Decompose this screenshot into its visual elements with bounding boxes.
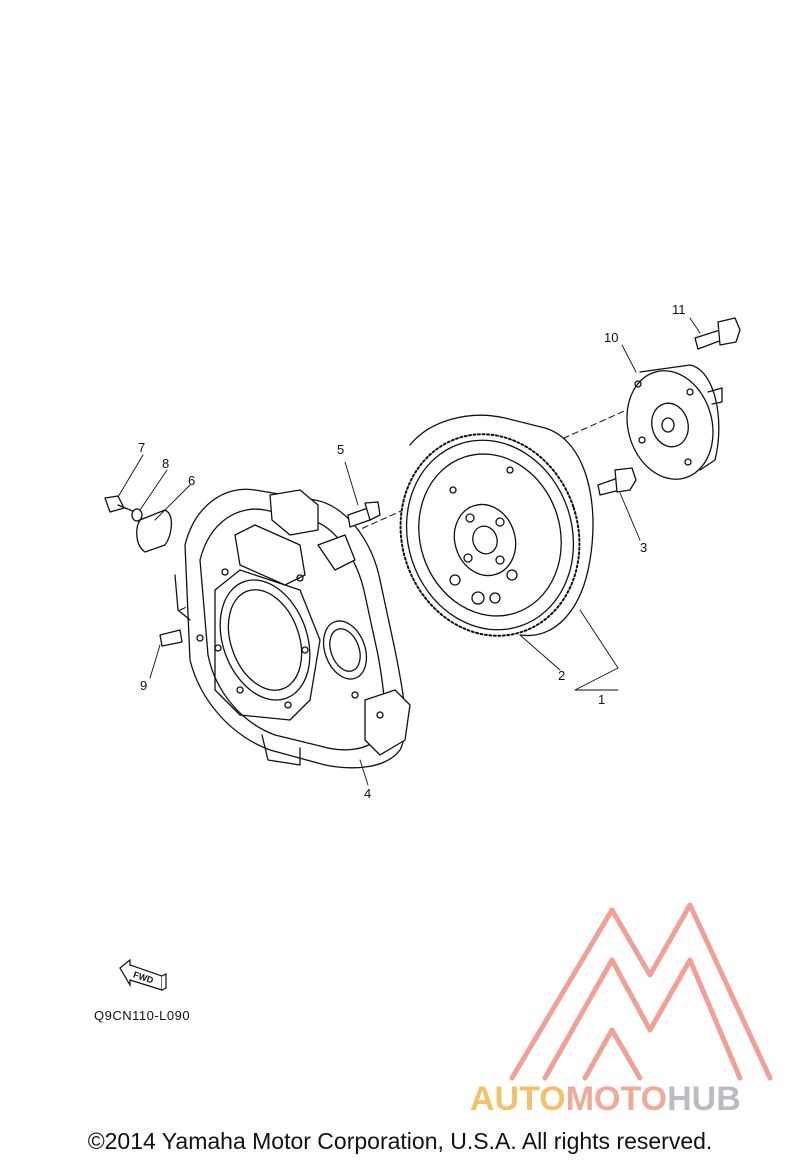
- callout-7: 7: [138, 440, 145, 455]
- callout-labels: 1 2 3 4 5 6 7 8 9 10 11: [138, 302, 686, 801]
- callout-11: 11: [672, 302, 686, 317]
- flywheel: [399, 414, 594, 637]
- callout-9: 9: [140, 678, 147, 693]
- plate-6: [136, 509, 173, 553]
- leader-lines: [117, 317, 701, 786]
- callout-4: 4: [364, 786, 371, 801]
- callout-6: 6: [188, 473, 195, 488]
- bolt-3: [597, 467, 637, 496]
- bolt-11: [694, 317, 741, 350]
- pin-9: [159, 629, 183, 647]
- callout-2: 2: [558, 668, 565, 683]
- callout-1: 1: [598, 692, 605, 707]
- rotor-hub: [626, 364, 723, 480]
- flywheel-housing: [174, 488, 411, 769]
- callout-10: 10: [604, 330, 618, 345]
- washer-8: [131, 508, 143, 522]
- watermark-auto: AUTO: [470, 1080, 566, 1118]
- watermark-moto: MOTO: [565, 1080, 668, 1118]
- callout-8: 8: [162, 456, 169, 471]
- fwd-arrow-icon: FWD: [119, 958, 167, 991]
- bolt-7: [104, 495, 136, 513]
- automotohub-watermark: AUTOMOTOHUB: [470, 1080, 741, 1119]
- automotohub-logo: [509, 902, 773, 1081]
- diagram-code: Q9CN110-L090: [94, 1008, 191, 1023]
- copyright-notice: ©2014 Yamaha Motor Corporation, U.S.A. A…: [87, 1128, 713, 1154]
- callout-3: 3: [640, 540, 647, 555]
- callout-5: 5: [337, 442, 344, 457]
- bolt-5: [347, 501, 381, 528]
- watermark-hub: HUB: [667, 1080, 741, 1118]
